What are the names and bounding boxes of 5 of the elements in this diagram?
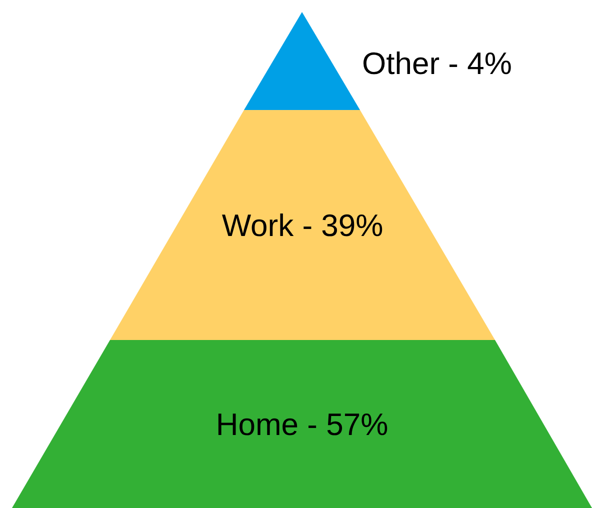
pyramid-tier [110,110,495,340]
tier-label: Other - 4% [362,48,512,79]
pyramid-tier [12,340,592,508]
tier-label: Home - 57% [216,408,388,440]
tier-label: Work - 39% [222,210,384,240]
